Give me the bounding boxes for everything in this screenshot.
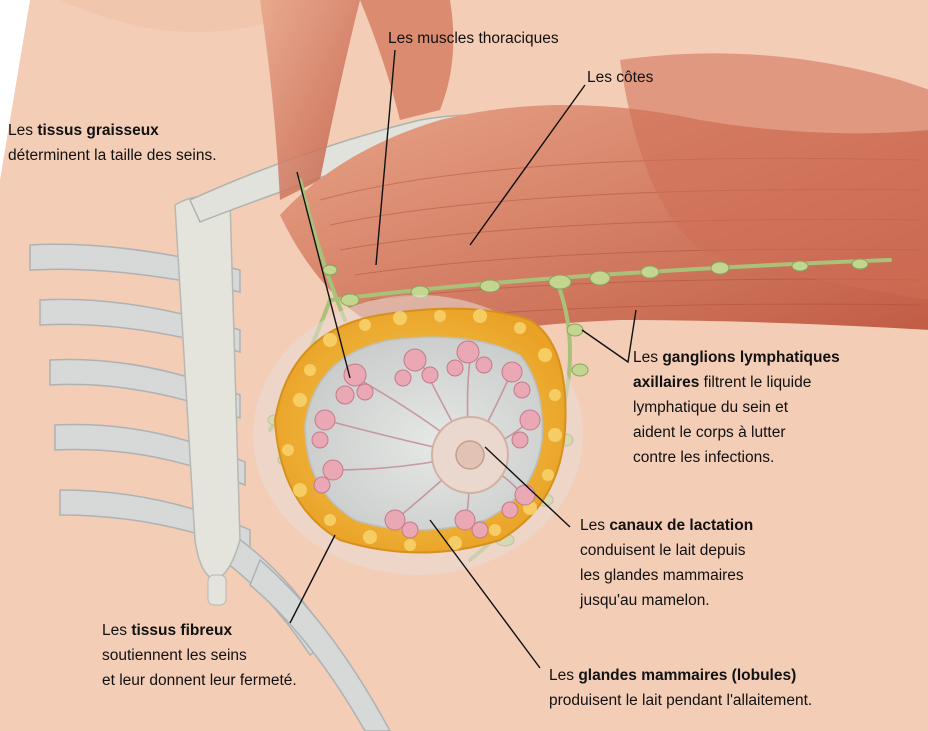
label-ganglions-line3: lymphatique du sein et xyxy=(633,395,840,420)
label-graisseux-line2: déterminent la taille des seins. xyxy=(8,143,217,168)
label-muscles-text: Les muscles thoraciques xyxy=(388,26,559,51)
label-fibreux: Les tissus fibreux soutiennent les seins… xyxy=(102,618,297,693)
label-canaux-prefix: Les xyxy=(580,517,609,534)
label-fibreux-line3: et leur donnent leur fermeté. xyxy=(102,668,297,693)
label-graisseux: Les tissus graisseux déterminent la tail… xyxy=(8,118,217,168)
label-fibreux-prefix: Les xyxy=(102,622,131,639)
label-canaux-bold: canaux de lactation xyxy=(609,517,753,534)
label-glandes: Les glandes mammaires (lobules) produise… xyxy=(549,663,812,713)
label-glandes-bold: glandes mammaires (lobules) xyxy=(578,667,796,684)
label-canaux-line2: conduisent le lait depuis xyxy=(580,538,753,563)
label-fibreux-bold: tissus fibreux xyxy=(131,622,232,639)
label-cotes-text: Les côtes xyxy=(587,65,653,90)
label-ganglions-bold1: ganglions lymphatiques xyxy=(662,349,839,366)
label-cotes: Les côtes xyxy=(587,65,653,90)
label-graisseux-bold: tissus graisseux xyxy=(37,122,158,139)
label-ganglions-line5: contre les infections. xyxy=(633,445,840,470)
label-fibreux-line2: soutiennent les seins xyxy=(102,643,297,668)
label-ganglions: Les ganglions lymphatiques axillaires fi… xyxy=(633,345,840,470)
label-muscles: Les muscles thoraciques xyxy=(388,26,559,51)
label-ganglions-prefix: Les xyxy=(633,349,662,366)
label-glandes-prefix: Les xyxy=(549,667,578,684)
xiphoid xyxy=(208,575,226,605)
label-ganglions-rest2: filtrent le liquide xyxy=(699,374,811,391)
label-ganglions-bold2: axillaires xyxy=(633,374,699,391)
label-canaux: Les canaux de lactation conduisent le la… xyxy=(580,513,753,613)
label-ganglions-line4: aident le corps à lutter xyxy=(633,420,840,445)
label-canaux-line3: les glandes mammaires xyxy=(580,563,753,588)
label-graisseux-prefix: Les xyxy=(8,122,37,139)
nipple xyxy=(456,441,484,469)
label-glandes-line2: produisent le lait pendant l'allaitement… xyxy=(549,688,812,713)
label-canaux-line4: jusqu'au mamelon. xyxy=(580,588,753,613)
